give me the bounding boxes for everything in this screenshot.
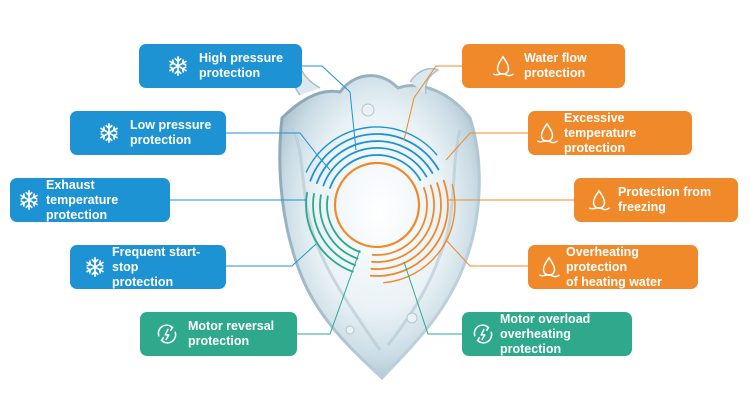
snowflake-icon xyxy=(100,123,118,143)
orange-ring-arc xyxy=(370,182,442,270)
motor-icon xyxy=(473,324,493,344)
teal-ring-arc xyxy=(326,195,361,253)
connector-frequent-start-stop xyxy=(226,243,317,267)
water-drop-icon xyxy=(589,189,610,211)
water-drop-icon xyxy=(539,256,560,278)
blue-ring-arc xyxy=(322,147,428,187)
connector-excessive-temperature xyxy=(445,132,528,161)
orange-ring-arc xyxy=(371,187,428,256)
orange-ring-arc xyxy=(369,179,449,277)
connector-lines xyxy=(170,65,574,335)
teal-ring-arc xyxy=(319,194,359,260)
connector-water-flow xyxy=(403,65,462,141)
snowflake-icon xyxy=(169,56,187,76)
connector-motor-overload xyxy=(403,261,462,335)
snowflake-icon xyxy=(20,190,38,210)
circuit-rings xyxy=(305,126,456,284)
connector-overheating-heating-water xyxy=(445,239,528,267)
teal-ring-arc xyxy=(305,191,354,273)
teal-ring-arc xyxy=(312,193,356,266)
blue-ring-arc xyxy=(305,126,438,173)
motor-icon xyxy=(157,324,177,344)
connector-high-pressure xyxy=(302,65,357,151)
orange-ring-arc xyxy=(371,184,435,263)
blue-ring-arc xyxy=(309,133,440,182)
connector-motor-reversal xyxy=(297,249,361,335)
orange-ring-arc xyxy=(383,184,456,284)
inner-ring xyxy=(333,161,421,249)
connector-low-pressure xyxy=(226,132,331,171)
snowflake-icon xyxy=(86,257,104,277)
water-drop-icon xyxy=(493,55,514,77)
water-drop-icon xyxy=(537,122,558,144)
blue-ring-arc xyxy=(329,154,422,189)
